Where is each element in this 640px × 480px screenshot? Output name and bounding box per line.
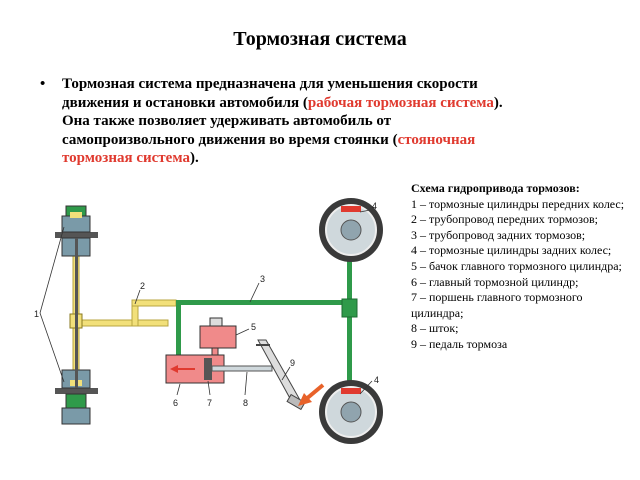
legend-item: 3 – трубопровод задних тормозов; [411,227,586,242]
parking-brake-term-1: стояночная [397,131,476,148]
service-brake-term: рабочая тормозная система [307,94,494,111]
bullet-line-1: Тормозная система предназначена для умен… [62,76,478,92]
bullet-line-2a: движения и остановки автомобиля ( [62,94,308,111]
brake-fluid-reservoir [199,317,237,359]
rear-brake-drum-top [319,198,383,262]
label-4-bottom: 4 [374,375,379,385]
bullet-line-3: Она также позволяет удерживать автомобил… [62,113,392,129]
label-3: 3 [260,274,265,284]
leader-lines [39,209,373,396]
legend-title: Схема гидропривода тормозов: [411,181,580,195]
label-5: 5 [251,322,256,332]
diagram-legend: Схема гидропривода тормозов: 1 – тормозн… [411,181,633,353]
rear-brake-pipe [176,245,358,395]
legend-item: 1 – тормозные цилиндры передних колес; [411,196,625,211]
legend-item: 5 – бачок главного тормозного цилиндра; [411,258,622,273]
label-6: 6 [173,398,178,408]
rear-brake-drum-bottom [319,380,383,444]
label-1: 1 [34,309,39,319]
parking-brake-term-2: тормозная система [62,150,190,166]
page-title: Тормозная система [233,28,407,50]
label-4-top: 4 [372,201,377,211]
label-7: 7 [207,398,212,408]
label-2: 2 [140,281,145,291]
legend-item: 4 – тормозные цилиндры задних колес; [411,243,612,258]
bullet-line-2c: ). [493,94,503,111]
diagram-labels: 1 2 3 4 4 5 6 7 8 9 [34,201,379,408]
legend-item: 9 – педаль тормоза [411,336,508,351]
bullet-line-5b: ). [189,150,199,166]
legend-item: 2 – трубопровод передних тормозов; [411,212,598,227]
master-cylinder-piston [204,358,212,380]
pedal-force-arrow [298,383,325,406]
brake-pedal [256,339,306,411]
front-axle [75,238,78,388]
legend-item: 6 – главный тормозной цилиндр; [411,274,579,289]
front-brake-pipe [69,237,177,389]
bullet-paragraph: • Тормозная система предназначена для ум… [40,75,600,168]
master-cylinder [165,354,273,384]
legend-item: 7 – поршень главного тормозного цилиндра… [411,290,583,320]
bullet-dot: • [40,76,46,92]
label-9: 9 [290,358,295,368]
pushrod [211,365,273,372]
label-8: 8 [243,398,248,408]
bullet-line-4a: самопроизвольного движения во время стоя… [62,131,398,148]
legend-item: 8 – шток; [411,321,459,336]
bullet-text: Тормозная система предназначена для умен… [62,75,600,168]
